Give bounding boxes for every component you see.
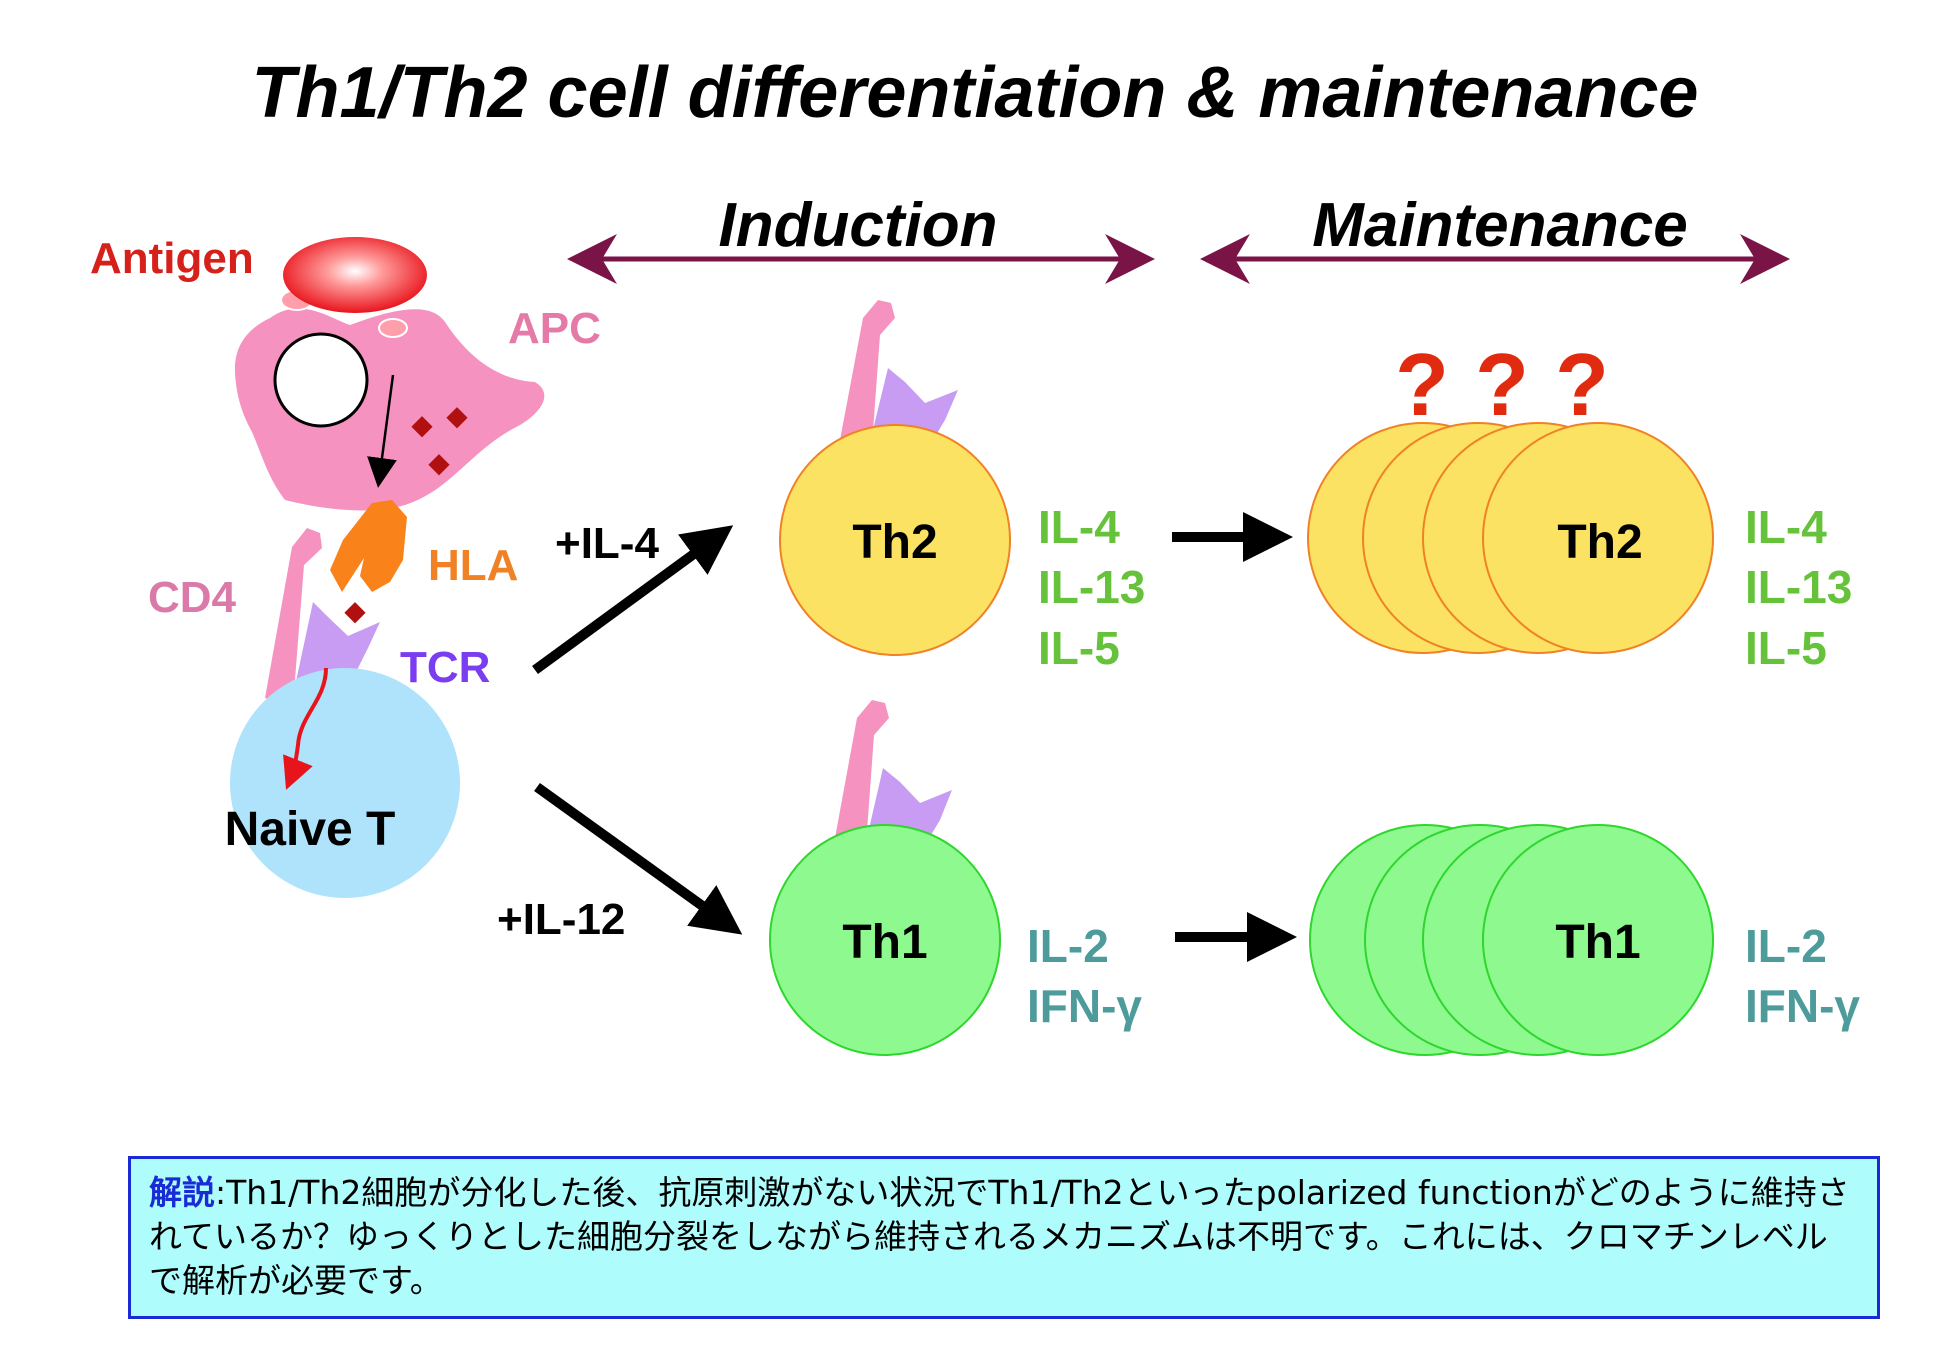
il4-signal-label: +IL-4 bbox=[555, 519, 659, 568]
th1-cytokine: IL-2 bbox=[1027, 920, 1109, 972]
th2-cytokine: IL-5 bbox=[1038, 622, 1120, 674]
cd4-label: CD4 bbox=[148, 573, 237, 622]
explanation-box: 解説:Th1/Th2細胞が分化した後、抗原刺激がない状況でTh1/Th2といった… bbox=[128, 1156, 1880, 1319]
th2-cell-label: Th2 bbox=[852, 516, 937, 569]
cd4-coreceptor bbox=[265, 528, 322, 705]
th2-maintained-cytokine: IL-4 bbox=[1745, 501, 1827, 553]
tcr-label: TCR bbox=[400, 643, 490, 692]
th1-cell-label: Th1 bbox=[842, 916, 927, 969]
naive-t-label: Naive T bbox=[225, 803, 396, 856]
apc-receptor-bump-right bbox=[378, 318, 408, 338]
page-title: Th1/Th2 cell differentiation & maintenan… bbox=[252, 53, 1699, 133]
question-mark: ? bbox=[1475, 335, 1529, 434]
hla-label: HLA bbox=[428, 541, 518, 590]
antigen-particle bbox=[283, 237, 427, 313]
hla-bound-peptide bbox=[344, 602, 366, 624]
il4-differentiation-arrow bbox=[532, 525, 734, 675]
th2-maintained-label: Th2 bbox=[1557, 516, 1642, 569]
th2-maintained-cytokine: IL-13 bbox=[1745, 561, 1852, 613]
th1-cell bbox=[769, 824, 1001, 1056]
antigen-label: Antigen bbox=[90, 234, 254, 283]
th1-maintained-cytokine: IL-2 bbox=[1745, 920, 1827, 972]
th1-cd4-coreceptor bbox=[835, 700, 889, 845]
explanation-label: 解説 bbox=[149, 1173, 215, 1212]
hla-molecule bbox=[330, 500, 407, 592]
th1-maintained-cytokine: IFN-γ bbox=[1745, 980, 1860, 1032]
signal-arrow bbox=[283, 667, 328, 790]
maintenance-header: Maintenance bbox=[1312, 191, 1688, 260]
th1-maintained-cell bbox=[1482, 824, 1714, 1056]
th2-cell bbox=[779, 424, 1011, 656]
question-mark: ? bbox=[1395, 335, 1449, 434]
apc-label: APC bbox=[508, 304, 601, 353]
antigen-peptide bbox=[411, 416, 433, 438]
apc-nucleus bbox=[273, 332, 369, 428]
th2-cytokine: IL-13 bbox=[1038, 561, 1145, 613]
induction-header: Induction bbox=[719, 191, 998, 260]
antigen-peptide bbox=[446, 407, 468, 429]
antigen-peptide bbox=[428, 454, 450, 476]
explanation-text: :Th1/Th2細胞が分化した後、抗原刺激がない状況でTh1/Th2といったpo… bbox=[149, 1173, 1850, 1300]
naive-t-cell bbox=[230, 668, 460, 898]
il12-differentiation-arrow bbox=[534, 782, 743, 935]
th1-cytokine: IFN-γ bbox=[1027, 980, 1142, 1032]
question-mark: ? bbox=[1555, 335, 1609, 434]
th2-maintained-cytokine: IL-5 bbox=[1745, 622, 1827, 674]
th1-maintained-label: Th1 bbox=[1555, 916, 1640, 969]
th2-maintained-cell bbox=[1482, 422, 1714, 654]
il12-signal-label: +IL-12 bbox=[497, 895, 625, 944]
th2-cd4-coreceptor bbox=[840, 300, 895, 445]
processing-arrow bbox=[367, 374, 397, 488]
th2-cytokine: IL-4 bbox=[1038, 501, 1120, 553]
